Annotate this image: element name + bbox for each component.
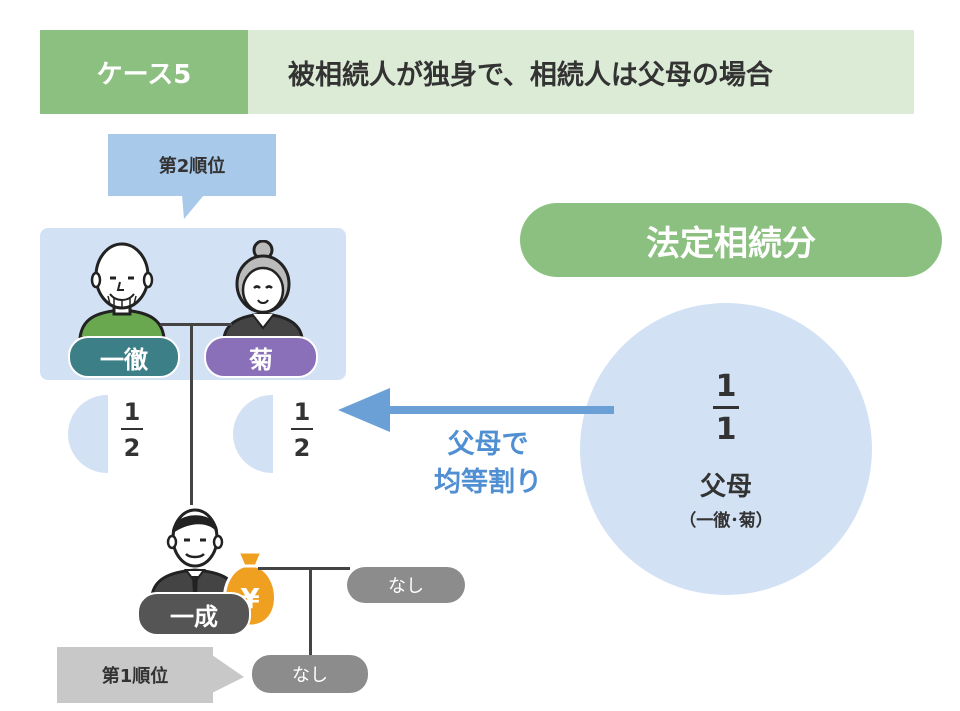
- child-line: [309, 567, 312, 667]
- fraction-numerator: 1: [715, 369, 737, 404]
- heirs-names: （一徹･菊）: [679, 511, 773, 531]
- mother-name-badge: 菊: [204, 336, 318, 378]
- father-avatar-icon: [78, 242, 166, 338]
- callout-tail: [212, 655, 244, 693]
- split-arrow-icon: [338, 388, 614, 432]
- mother-avatar-icon: [222, 240, 304, 338]
- case-title: 被相続人が独身で、相続人は父母の場合: [248, 30, 914, 114]
- fraction-denominator: 1: [715, 412, 737, 447]
- split-note: 父母で 均等割り: [396, 426, 580, 502]
- parent-child-line: [190, 323, 193, 505]
- fraction-denominator: 2: [293, 434, 311, 462]
- deceased-avatar-icon: [150, 508, 240, 596]
- child-none-tag: なし: [252, 655, 368, 693]
- split-note-line2: 均等割り: [434, 467, 542, 498]
- parents-connector: [160, 323, 232, 326]
- legal-share-heading: 法定相続分: [520, 203, 942, 277]
- heirs-label: 父母: [699, 472, 752, 502]
- spouse-none-tag: なし: [347, 567, 465, 603]
- rank-second-callout: 第2順位: [108, 134, 276, 196]
- father-share-fraction: 1 2: [112, 400, 152, 460]
- mother-share-marker: [233, 395, 273, 473]
- father-share-marker: [68, 395, 108, 473]
- callout-tail: [182, 195, 204, 219]
- fraction-denominator: 2: [123, 434, 141, 462]
- fraction-numerator: 1: [293, 398, 311, 426]
- fraction-numerator: 1: [123, 398, 141, 426]
- case-label: ケース5: [40, 30, 248, 114]
- split-note-line1: 父母で: [447, 429, 529, 460]
- rank-first-callout: 第1順位: [57, 647, 213, 703]
- father-name-badge: 一徹: [68, 336, 180, 378]
- deceased-name-badge: 一成: [137, 592, 251, 636]
- legal-share-circle: [580, 303, 872, 595]
- legal-share-fraction: 1 1: [706, 372, 746, 445]
- spouse-line: [258, 567, 350, 570]
- mother-share-fraction: 1 2: [282, 400, 322, 460]
